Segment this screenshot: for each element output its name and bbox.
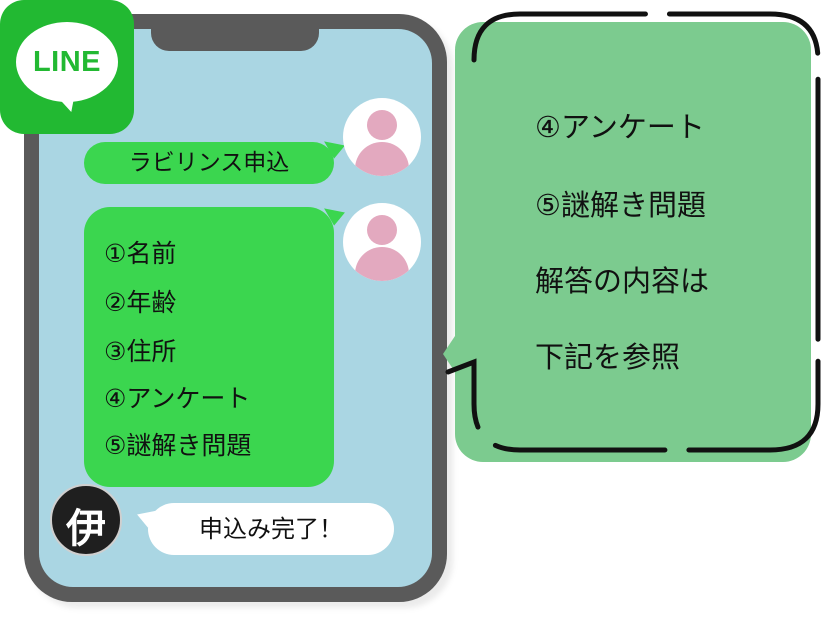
user-avatar[interactable] — [343, 98, 421, 176]
message-bubble-form-items: ①名前 ②年齢 ③住所 ④アンケート ⑤謎解き問題 — [84, 207, 334, 487]
reply-avatar[interactable]: 伊 — [50, 484, 122, 556]
form-item-name: ①名前 — [104, 239, 177, 268]
message-bubble-apply: ラビリンス申込 — [84, 142, 334, 184]
line-logo-cloud — [16, 22, 118, 102]
reply-avatar-glyph: 伊 — [66, 506, 106, 552]
form-item-address: ③住所 — [104, 337, 177, 366]
phone-notch — [151, 29, 319, 51]
callout-box: ④アンケート ⑤謎解き問題 解答の内容は 下記を参照 — [455, 22, 811, 462]
form-item-age: ②年齢 — [104, 288, 177, 317]
avatar-head — [367, 215, 397, 245]
callout-line-reference: 下記を参照 — [535, 340, 681, 374]
form-item-puzzle: ⑤謎解き問題 — [104, 431, 252, 460]
form-item-survey: ④アンケート — [104, 384, 251, 413]
callout-line-answer: 解答の内容は — [535, 264, 710, 298]
callout-line-puzzle: ⑤謎解き問題 — [535, 188, 706, 222]
callout-line-survey: ④アンケート — [535, 110, 705, 144]
line-logo-icon: LINE — [0, 0, 134, 134]
avatar-head — [367, 110, 397, 140]
message-bubble-complete: 申込み完了！ — [148, 503, 394, 555]
line-logo-text: LINE — [32, 46, 102, 78]
user-avatar[interactable] — [343, 203, 421, 281]
